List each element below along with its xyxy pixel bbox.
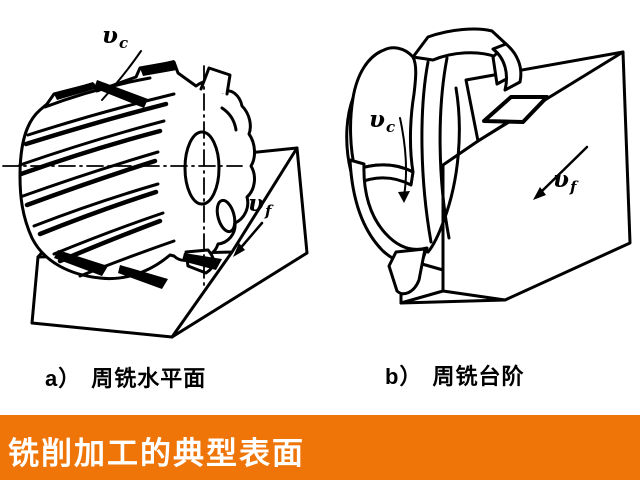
caption-b-letter: b） <box>385 364 423 389</box>
subscript: f <box>569 178 577 196</box>
caption-a-text: 周铣水平面 <box>91 366 207 391</box>
upsilon-symbol: υ <box>369 106 385 133</box>
diagram-a <box>2 50 309 339</box>
cutting-speed-label-a: υc <box>102 24 128 51</box>
subscript: c <box>385 118 396 136</box>
feed-arrow-b <box>533 145 589 200</box>
cutter-a-bore <box>183 130 221 206</box>
centerlines-a <box>2 65 243 287</box>
cutter-a <box>18 60 256 289</box>
diagram-b <box>345 27 632 305</box>
slide-title: 铣削加工的典型表面 <box>8 436 305 471</box>
caption-b-text: 周铣台阶 <box>432 364 525 389</box>
subscript: c <box>118 34 129 52</box>
upsilon-symbol: υ <box>102 22 118 49</box>
cutting-speed-leader-a <box>101 50 142 101</box>
upsilon-symbol: υ <box>553 166 569 193</box>
upsilon-symbol: υ <box>248 190 264 217</box>
cutting-speed-label-b: υc <box>369 108 395 135</box>
caption-b: b） 周铣台阶 <box>385 364 524 390</box>
banner: 铣削加工的典型表面 <box>0 415 640 480</box>
feed-speed-label-b: υf <box>553 168 576 195</box>
slot-b <box>482 95 549 124</box>
caption-a: a） 周铣水平面 <box>45 366 206 392</box>
caption-a-letter: a） <box>45 366 82 391</box>
cutter-b <box>345 27 523 296</box>
feed-speed-label-a: υf <box>248 192 271 219</box>
feed-arrow-a <box>233 221 264 257</box>
milling-diagram-canvas <box>2 27 632 339</box>
workpiece-b <box>399 50 632 305</box>
cutting-speed-arrow-b <box>398 117 410 203</box>
subscript: f <box>264 202 272 220</box>
